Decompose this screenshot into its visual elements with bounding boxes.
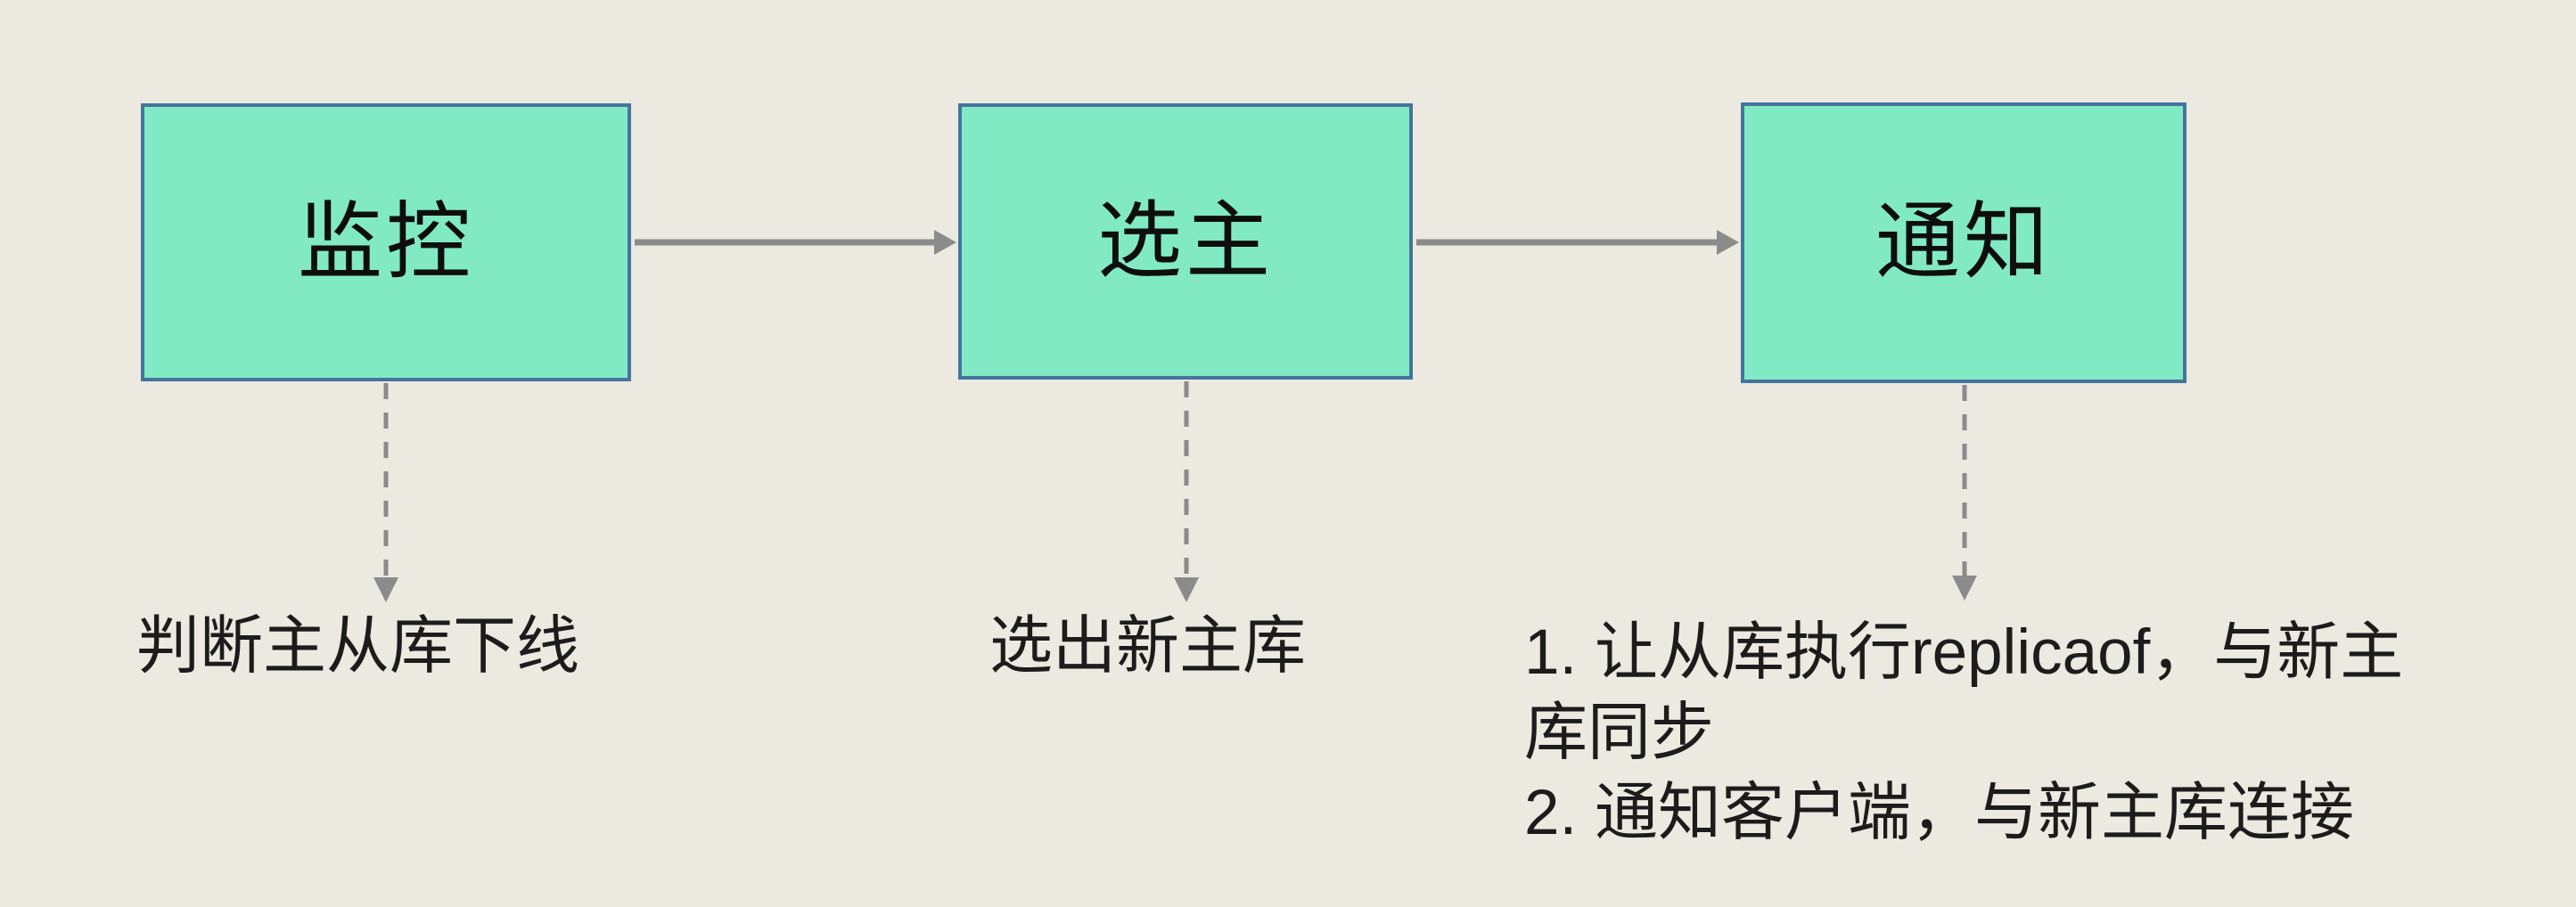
note-notify-line-1: 1. 让从库执行replicaof，与新主 [1524, 617, 2404, 688]
step-box-elect-leader: 选主 [958, 103, 1413, 380]
note-monitor-line: 判断主从库下线 [136, 611, 580, 682]
step-label-elect-leader: 选主 [1096, 193, 1274, 289]
note-elect-leader: 选出新主库 [989, 607, 1306, 687]
step-label-notify: 通知 [1875, 195, 2052, 290]
note-notify: 1. 让从库执行replicaof，与新主 库同步 2. 通知客户端，与新主库连… [1524, 613, 2403, 854]
note-notify-line-2: 库同步 [1524, 698, 1715, 768]
arrow-monitor-to-elect [635, 230, 956, 255]
step-label-monitor: 监控 [297, 194, 474, 290]
note-monitor: 判断主从库下线 [136, 607, 579, 687]
arrow-elect-to-note [1174, 381, 1199, 602]
step-box-notify: 通知 [1741, 102, 2186, 383]
arrow-notify-to-note [1952, 385, 1977, 601]
note-notify-line-3: 2. 通知客户端，与新主库连接 [1524, 778, 2354, 848]
arrow-monitor-to-note [373, 383, 398, 602]
step-box-monitor: 监控 [141, 103, 631, 381]
note-elect-line: 选出新主库 [989, 611, 1307, 682]
arrow-elect-to-notify [1416, 230, 1739, 255]
